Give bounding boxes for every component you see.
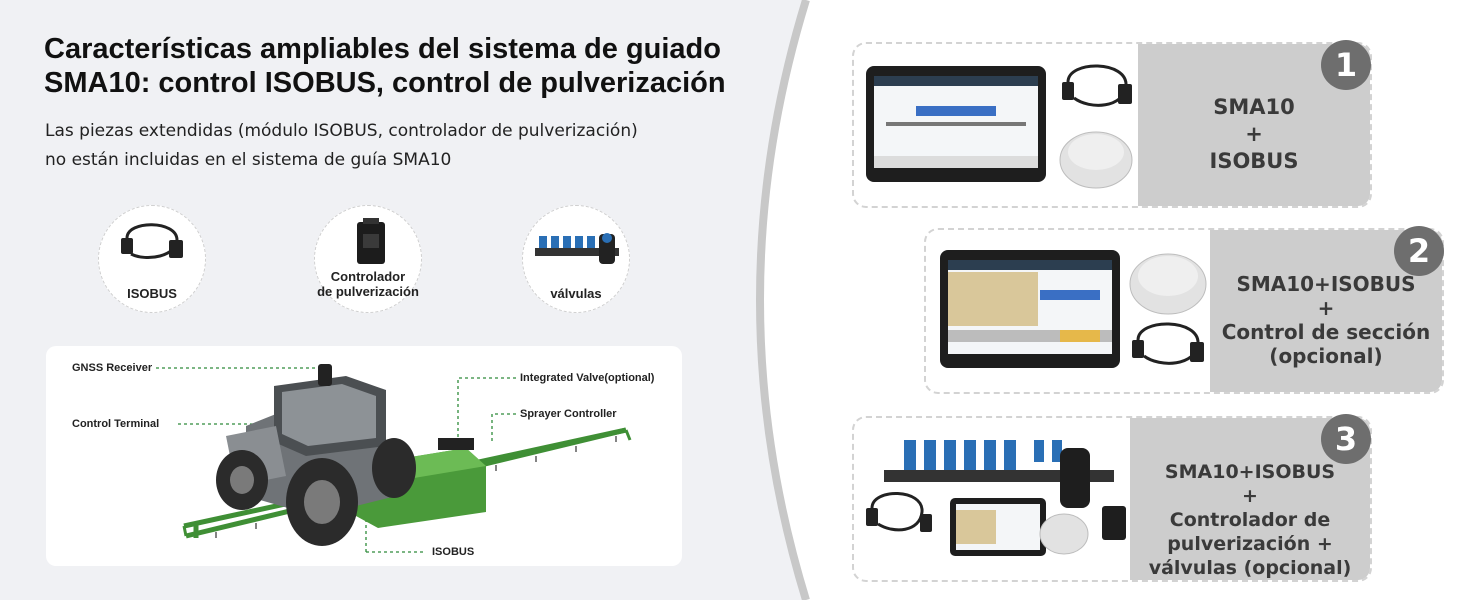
option-text: SMA10 + ISOBUS	[1138, 94, 1370, 175]
option-line: SMA10+ISOBUS	[1236, 272, 1416, 296]
option-card-2: SMA10+ISOBUS + Control de sección (opcio…	[924, 228, 1444, 394]
sprayer-kit-icon	[866, 440, 1126, 556]
part-label-line-1: Controlador	[330, 269, 406, 284]
part-valves: válvulas	[522, 205, 630, 313]
controller-icon	[357, 218, 385, 264]
part-label: ISOBUS	[127, 286, 177, 301]
valves-icon	[535, 233, 619, 264]
label-isobus: ISOBUS	[432, 546, 475, 558]
title-line-1: Características ampliables del sistema d…	[44, 33, 721, 65]
page-title: Características ampliables del sistema d…	[44, 32, 804, 100]
terminal-icon	[866, 66, 1046, 182]
option-line: SMA10	[1213, 95, 1295, 119]
part-label-line-2: de pulverización	[317, 284, 419, 299]
option-line: Controlador de	[1169, 509, 1331, 531]
option-number-badge: 3	[1321, 414, 1371, 464]
cable-icon	[121, 223, 183, 259]
page-subtitle: Las piezas extendidas (módulo ISOBUS, co…	[45, 117, 638, 175]
option-line: ISOBUS	[1209, 149, 1299, 173]
tractor-diagram: GNSS Receiver Control Terminal Integrate…	[46, 346, 682, 566]
part-sprayer-controller: Controlador de pulverización	[314, 205, 422, 313]
subtitle-line-2: no están incluidas en el sistema de guía…	[45, 150, 452, 170]
gnss-antenna-icon	[1059, 131, 1133, 189]
option-line: SMA10+ISOBUS	[1164, 461, 1336, 483]
title-line-2: SMA10: control ISOBUS, control de pulver…	[44, 67, 726, 99]
option-number-badge: 2	[1394, 226, 1444, 276]
option-line: +	[1242, 485, 1258, 507]
gnss-antenna-icon	[1129, 253, 1207, 315]
option-card-1: SMA10 + ISOBUS	[852, 42, 1372, 208]
subtitle-line-1: Las piezas extendidas (módulo ISOBUS, co…	[45, 121, 638, 141]
option-text: SMA10+ISOBUS + Control de sección (opcio…	[1210, 272, 1442, 368]
option-line: Control de sección	[1221, 320, 1431, 344]
option-number-badge: 1	[1321, 40, 1371, 90]
tractor-illustration	[156, 364, 632, 553]
terminal-icon	[940, 250, 1120, 368]
option-line: pulverización +	[1167, 533, 1333, 555]
label-control-terminal: Control Terminal	[72, 418, 160, 430]
option-line: +	[1317, 296, 1335, 320]
option-line: +	[1245, 122, 1263, 146]
cable-icon	[1062, 64, 1132, 107]
part-isobus: ISOBUS	[98, 205, 206, 313]
option-card-3: SMA10+ISOBUS + Controlador de pulverizac…	[852, 416, 1372, 582]
label-integrated-valve: Integrated Valve(optional)	[520, 372, 655, 384]
label-sprayer-controller: Sprayer Controller	[520, 408, 617, 420]
cable-icon	[1132, 322, 1204, 365]
part-label: válvulas	[550, 286, 602, 301]
option-line: válvulas (opcional)	[1148, 557, 1352, 579]
option-text: SMA10+ISOBUS + Controlador de pulverizac…	[1130, 460, 1370, 580]
label-gnss-receiver: GNSS Receiver	[72, 362, 153, 374]
option-line: (opcional)	[1269, 344, 1383, 368]
